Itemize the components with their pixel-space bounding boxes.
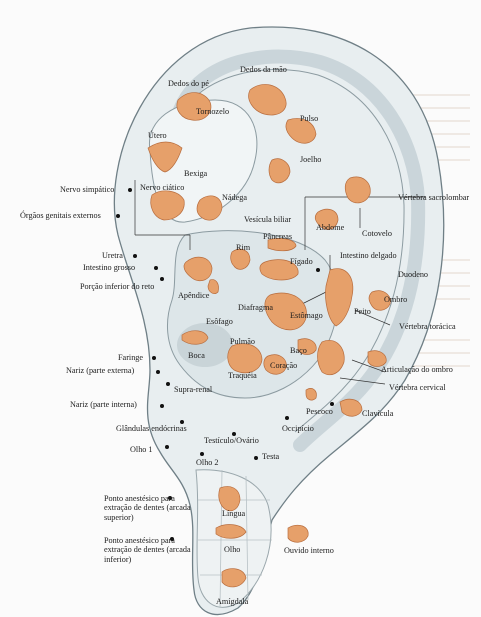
ear-canal (177, 323, 233, 367)
label-olho2: Olho 2 (196, 459, 219, 467)
label-figado: Fígado (290, 258, 313, 266)
label-nariz-externa: Nariz (parte externa) (66, 367, 134, 375)
dot-faringe (152, 356, 156, 360)
label-duodeno: Duodeno (398, 271, 428, 279)
dot-olho2 (200, 452, 204, 456)
label-anestesico-inferior: Ponto anestésico para extração de dentes… (104, 536, 196, 564)
label-utero: Útero (148, 132, 167, 140)
label-cotovelo: Cotovelo (362, 230, 392, 238)
neck-shape (306, 388, 316, 400)
dot-figado (316, 268, 320, 272)
label-occipicio: Occipício (282, 425, 314, 433)
label-apendice: Apêndice (178, 292, 209, 300)
dot-testa (254, 456, 258, 460)
label-orgaos-genitais: Órgãos genitais externos (20, 212, 101, 220)
label-clavicula: Clavícula (362, 410, 393, 418)
label-diafragma: Diafragma (238, 304, 273, 312)
label-amigdala: Amígdala (216, 598, 248, 606)
label-nariz-interna: Nariz (parte interna) (70, 401, 137, 409)
dot-nervo-simpatico (128, 188, 132, 192)
dot-nariz-externa (156, 370, 160, 374)
label-bexiga: Bexiga (184, 170, 207, 178)
label-tornozelo: Tornozelo (196, 108, 229, 116)
head2-shape (318, 340, 345, 374)
inner-ear-shape (288, 525, 308, 542)
label-dedos-mao: Dedos da mão (240, 66, 287, 74)
label-baco: Baço (290, 347, 307, 355)
label-pancreas: Pâncreas (263, 233, 292, 241)
label-vertebra-toracica: Vértebra torácica (399, 323, 456, 331)
label-esofago: Esôfago (206, 318, 233, 326)
label-estomago: Estômago (290, 312, 323, 320)
label-olho1: Olho 1 (130, 446, 153, 454)
elbow-shape (345, 177, 370, 203)
dot-supra-renal (166, 382, 170, 386)
label-pulso: Pulso (300, 115, 318, 123)
label-intestino-grosso: Intestino grosso (83, 264, 135, 272)
label-nervo-simpatico: Nervo simpático (60, 186, 114, 194)
label-lingua: Língua (222, 510, 245, 518)
label-testa: Testa (262, 453, 279, 461)
label-joelho: Joelho (300, 156, 321, 164)
buttock-shape (197, 196, 222, 220)
label-glandulas: Glândulas endócrinas (116, 425, 187, 433)
label-faringe: Faringe (118, 354, 143, 362)
label-nadega: Nádega (222, 194, 247, 202)
label-uretra: Uretra (102, 252, 123, 260)
label-testiculo: Testículo/Ovário (204, 437, 259, 445)
label-supra-renal: Supra-renal (174, 386, 212, 394)
label-olho: Olho (224, 546, 240, 554)
label-dedos-pe: Dedos do pé (168, 80, 209, 88)
lung-shape (228, 344, 262, 373)
dot-intestino-grosso (154, 266, 158, 270)
label-abdome: Abdome (316, 224, 344, 232)
dot-uretra (133, 254, 137, 258)
label-coracao: Coração (270, 362, 297, 370)
dot-porcao-reto (160, 277, 164, 281)
dot-occipicio (285, 416, 289, 420)
label-porcao-reto: Porção inferior do reto (80, 283, 154, 291)
dot-nariz-interna (160, 404, 164, 408)
label-vesicula: Vesícula biliar (244, 216, 291, 224)
label-ouvido-interno: Ouvido interno (284, 547, 334, 555)
label-ombro: Ombro (384, 296, 407, 304)
appendix-shape (208, 280, 219, 294)
label-nervo-ciatico: Nervo ciático (140, 184, 184, 192)
dot-olho1 (165, 445, 169, 449)
label-pulmao: Pulmão (230, 338, 255, 346)
label-boca: Boca (188, 352, 205, 360)
label-peito: Peito (354, 308, 371, 316)
label-anestesico-superior: Ponto anestésico para extração de dentes… (104, 494, 196, 522)
mouth-shape (182, 331, 208, 345)
label-vertebra-cervical: Vértebra cervical (389, 384, 446, 392)
label-vertebra-sacrolombar: Vértebra sacrolombar (398, 194, 469, 202)
label-intestino-delgado: Intestino delgado (340, 252, 397, 260)
label-traqueia: Traquéia (228, 372, 257, 380)
label-articulacao-ombro: Articulação do ombro (381, 366, 453, 374)
dot-orgaos-genitais (116, 214, 120, 218)
label-rim: Rim (236, 244, 250, 252)
dot-pescoco (330, 402, 334, 406)
label-pescoco: Pescoco (306, 408, 333, 416)
